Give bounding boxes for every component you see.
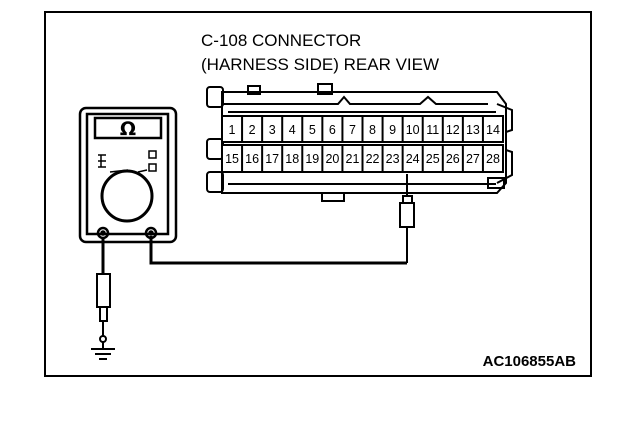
pin-label-27: 27 <box>466 152 480 166</box>
connector-probe <box>399 174 415 263</box>
pin-label-15: 15 <box>225 152 239 166</box>
pin-label-24: 24 <box>406 152 420 166</box>
pin-label-3: 3 <box>269 123 276 137</box>
pin-label-18: 18 <box>285 152 299 166</box>
pin-label-5: 5 <box>309 123 316 137</box>
pin-label-16: 16 <box>245 152 259 166</box>
pin-label-13: 13 <box>466 123 480 137</box>
pin-label-9: 9 <box>389 123 396 137</box>
figure-frame <box>44 11 592 377</box>
pin-dividers <box>241 116 484 172</box>
title-line-2: (HARNESS SIDE) REAR VIEW <box>201 55 439 74</box>
ground-lead <box>96 238 111 349</box>
pin-label-28: 28 <box>486 152 500 166</box>
pin-label-7: 7 <box>349 123 356 137</box>
pin-label-4: 4 <box>289 123 296 137</box>
pin-label-8: 8 <box>369 123 376 137</box>
title-line-1: C-108 CONNECTOR <box>201 31 361 50</box>
test-lead-wire <box>149 236 407 265</box>
pin-label-21: 21 <box>346 152 360 166</box>
pin-label-19: 19 <box>305 152 319 166</box>
pin-label-20: 20 <box>325 152 339 166</box>
pin-label-10: 10 <box>406 123 420 137</box>
multimeter-icon <box>78 106 178 244</box>
pin-label-25: 25 <box>426 152 440 166</box>
pin-label-23: 23 <box>386 152 400 166</box>
meter-ohm-symbol: Ω <box>120 118 136 140</box>
pin-label-26: 26 <box>446 152 460 166</box>
pin-label-6: 6 <box>329 123 336 137</box>
figure-code: AC106855AB <box>483 353 577 370</box>
ground-icon <box>91 348 115 360</box>
pin-label-1: 1 <box>229 123 236 137</box>
pin-label-14: 14 <box>486 123 500 137</box>
pin-label-22: 22 <box>366 152 380 166</box>
pin-label-12: 12 <box>446 123 460 137</box>
pin-label-11: 11 <box>426 123 439 137</box>
pin-label-2: 2 <box>249 123 256 137</box>
pin-label-17: 17 <box>265 152 279 166</box>
